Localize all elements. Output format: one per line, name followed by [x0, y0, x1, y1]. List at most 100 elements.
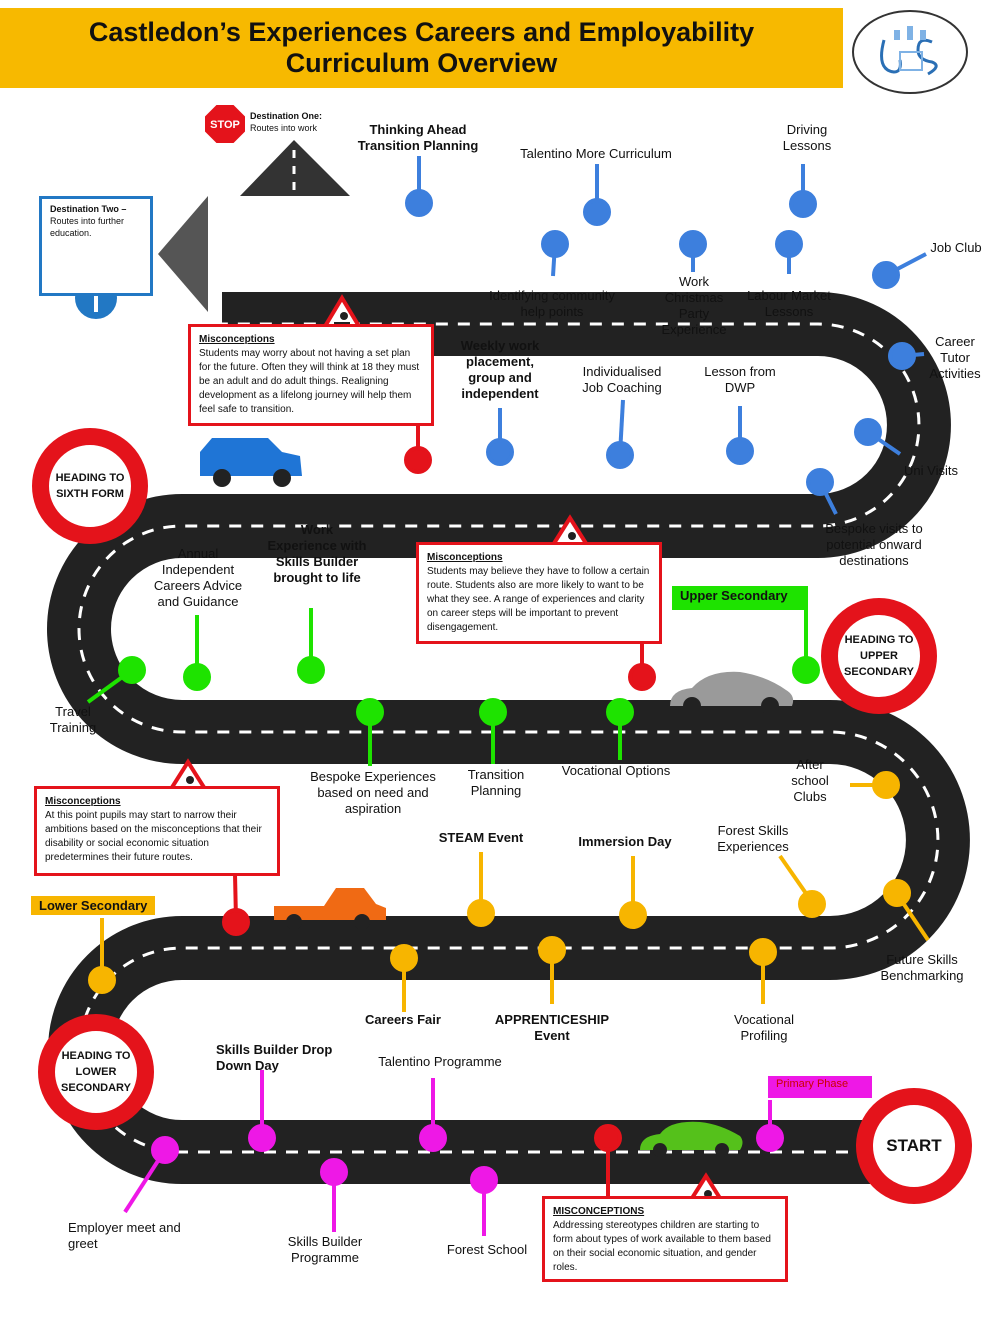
pin [854, 418, 882, 446]
pin [749, 938, 777, 966]
pin [183, 663, 211, 691]
activity-label: Forest School [446, 1242, 528, 1257]
activity-label: Bespoke visits to potential onward desti… [825, 521, 923, 568]
car-icon-silver [670, 671, 794, 715]
activity-label: STEAM Event [438, 830, 524, 845]
pin [619, 901, 647, 929]
pin [628, 663, 656, 691]
pin [419, 1124, 447, 1152]
activity-label: Vocational Options [561, 763, 671, 778]
pin [486, 438, 514, 466]
pin [775, 230, 803, 258]
pin [872, 261, 900, 289]
stop-sign-icon [203, 103, 247, 145]
activity-label: Skills Builder Drop Down Day [216, 1042, 333, 1073]
misconception-heading: Misconceptions [427, 552, 503, 563]
pin [405, 189, 433, 217]
milestone-sixth: HEADING TO SIXTH FORM [32, 428, 148, 544]
pin [798, 890, 826, 918]
activity-label: Talentino More Curriculum [520, 146, 672, 161]
activity-label: Vocational Profiling [734, 1012, 794, 1043]
upper-pins [86, 608, 820, 766]
milestone-start: START [856, 1088, 972, 1204]
misconception-text: At this point pupils may start to narrow… [45, 810, 262, 863]
svg-text:STOP: STOP [210, 119, 240, 131]
pin [792, 656, 820, 684]
pin [679, 230, 707, 258]
pin [390, 944, 418, 972]
activity-label: Work Christmas Party Experience [661, 274, 727, 337]
activity-label: Talentino Programme [378, 1054, 502, 1069]
pin [883, 879, 911, 907]
activity-label: Job Club [930, 240, 982, 255]
misconception-text: Students may believe they have to follow… [427, 566, 650, 633]
pin [594, 1124, 622, 1152]
activity-label: Driving Lessons [782, 122, 832, 153]
misconception-box: MISCONCEPTIONS Addressing stereotypes ch… [542, 1196, 788, 1282]
activity-label: Work Experience with Skills Builder brou… [267, 522, 367, 585]
pin [320, 1158, 348, 1186]
misconception-heading: Misconceptions [45, 796, 121, 807]
pin [606, 441, 634, 469]
pin [151, 1136, 179, 1164]
lower-pins [88, 771, 930, 1012]
primary-pins [123, 1070, 784, 1236]
pin [606, 698, 634, 726]
pin [467, 899, 495, 927]
pin [806, 468, 834, 496]
pin [356, 698, 384, 726]
school-logo [852, 10, 968, 94]
pin [538, 936, 566, 964]
activity-label: APPRENTICESHIP Event [494, 1012, 610, 1043]
pin [888, 342, 916, 370]
activity-label: Employer meet and greet [68, 1220, 181, 1251]
misconception-text: Addressing stereotypes children are star… [553, 1220, 771, 1273]
pin [88, 966, 116, 994]
activity-label: Skills Builder Programme [287, 1234, 363, 1265]
destination-two: Destination Two – Routes into further ed… [39, 196, 153, 296]
activity-label: Annual Independent Careers Advice and Gu… [153, 546, 243, 609]
pin [756, 1124, 784, 1152]
misconception-box: Misconceptions Students may believe they… [416, 542, 662, 644]
sixth-pins [405, 156, 927, 515]
pin [404, 446, 432, 474]
pin [118, 656, 146, 684]
activity-label: Individualised Job Coaching [582, 364, 662, 395]
pin [470, 1166, 498, 1194]
road-to-education [158, 196, 208, 312]
misconception-box: Misconceptions At this point pupils may … [34, 786, 280, 876]
title-banner: Castledon’s Experiences Careers and Empl… [0, 8, 843, 88]
destination-one: Destination One: Routes into work [250, 110, 322, 134]
pin [297, 656, 325, 684]
activity-label: Lesson from DWP [704, 364, 776, 395]
activity-label: Transition Planning [467, 767, 525, 798]
car-icon-orange [274, 888, 386, 930]
pin [726, 437, 754, 465]
pin [789, 190, 817, 218]
milestone-lower: HEADING TO LOWER SECONDARY [38, 1014, 154, 1130]
activity-label: Weekly work placement, group and indepen… [460, 338, 540, 401]
destination-two-text: Routes into further education. [50, 216, 125, 238]
activity-label: Travel Training [49, 704, 97, 735]
car-icon-blue [200, 438, 302, 487]
activity-label: Bespoke Experiences based on need and as… [310, 769, 436, 816]
destination-two-title: Destination Two – [50, 204, 127, 214]
pin [248, 1124, 276, 1152]
destination-one-title: Destination One: [250, 111, 323, 121]
phase-primary: Primary Phase [768, 1076, 872, 1098]
misconception-heading: Misconceptions [199, 334, 275, 345]
misconception-box: Misconceptions Students may worry about … [188, 324, 434, 426]
pin [541, 230, 569, 258]
car-icon-green [640, 1121, 743, 1157]
phase-upper: Upper Secondary [672, 586, 808, 610]
milestone-upper: HEADING TO UPPER SECONDARY [821, 598, 937, 714]
page-title: Castledon’s Experiences Careers and Empl… [88, 17, 755, 78]
activity-label: Thinking Ahead Transition Planning [357, 122, 479, 153]
activity-label: Forest Skills Experiences [717, 823, 789, 854]
misconception-text: Students may worry about not having a se… [199, 348, 420, 415]
activity-label: Identifying community help points [489, 288, 615, 319]
pin [583, 198, 611, 226]
activity-label: Career Tutor Activities [929, 334, 981, 381]
activity-label: Uni Visits [904, 463, 958, 478]
